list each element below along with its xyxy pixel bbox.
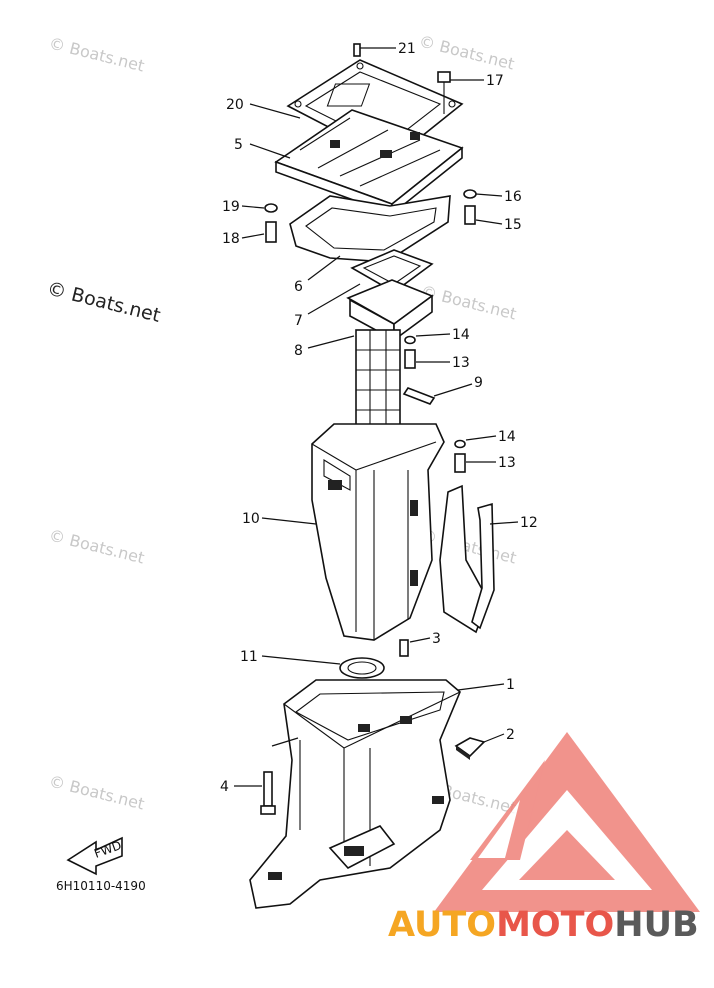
watermark-mid-center: © Boats.net: [419, 525, 518, 567]
callout-13-upper: 13: [452, 355, 470, 371]
part-16-washer: [463, 189, 477, 199]
callout-3: 3: [432, 631, 441, 647]
part-14-washer-upper: [404, 335, 416, 345]
part-17-bolt: [437, 71, 451, 114]
part-3-dowel: [399, 639, 409, 657]
part-13-bolt-upper: [404, 349, 416, 369]
callout-7: 7: [294, 313, 303, 329]
logo-mark: [434, 732, 700, 912]
part-14-washer-lower: [454, 439, 466, 449]
logo-moto: MOTO: [496, 905, 614, 945]
watermark-mid-right: © Boats.net: [419, 281, 518, 323]
watermark-left-large: © Boats.net: [45, 278, 163, 327]
watermark-top-left: © Boats.net: [47, 33, 146, 75]
callout-11: 11: [240, 649, 258, 665]
callout-2: 2: [506, 727, 515, 743]
callout-12: 12: [520, 515, 538, 531]
part-15-bolt: [464, 205, 476, 225]
part-8-exhaust-guide: [346, 279, 434, 449]
part-11-seal-ring: [339, 657, 385, 679]
part-9-clip: [402, 387, 436, 405]
leader-lines: [234, 47, 519, 787]
figure-code: 6H10110-4190: [56, 879, 146, 893]
watermark-top-right: © Boats.net: [417, 31, 516, 73]
callout-9: 9: [474, 375, 483, 391]
part-18-bolt: [265, 221, 277, 243]
callout-1: 1: [506, 677, 515, 693]
fwd-arrow-icon: FWD: [66, 836, 123, 876]
callout-20: 20: [226, 97, 244, 113]
callout-17: 17: [486, 73, 504, 89]
part-21-pin: [353, 43, 361, 57]
watermark-low-left: © Boats.net: [47, 771, 146, 813]
callout-5: 5: [234, 137, 243, 153]
part-6-gasket: [289, 195, 451, 263]
callout-6: 6: [294, 279, 303, 295]
logo-auto: AUTO: [388, 905, 496, 945]
callout-numbers: 21 20 17 5 16 19 15 18 6 7 8 14 13 9 14 …: [220, 41, 538, 795]
part-1-lower-casing: [249, 679, 461, 909]
callout-14-upper: 14: [452, 327, 470, 343]
part-7-gasket: [350, 249, 434, 293]
part-12-seal: [439, 484, 495, 634]
part-4-bolt: [260, 771, 276, 815]
callout-8: 8: [294, 343, 303, 359]
part-10-upper-casing: [311, 423, 445, 641]
part-13-bolt-lower: [454, 453, 466, 473]
callout-16: 16: [504, 189, 522, 205]
callout-14-lower: 14: [498, 429, 516, 445]
part-2-cap: [454, 737, 486, 760]
callout-10: 10: [242, 511, 260, 527]
svg-text:AUTOMOTOHUB: AUTOMOTOHUB: [388, 905, 699, 945]
logo-wordmark: AUTOMOTOHUB: [388, 905, 699, 945]
callout-13-lower: 13: [498, 455, 516, 471]
callout-18: 18: [222, 231, 240, 247]
watermark-mid-left: © Boats.net: [47, 525, 146, 567]
callout-4: 4: [220, 779, 229, 795]
part-19-washer: [264, 203, 278, 213]
logo-hub: HUB: [614, 905, 698, 945]
callout-19: 19: [222, 199, 240, 215]
callout-15: 15: [504, 217, 522, 233]
callout-21: 21: [398, 41, 416, 57]
